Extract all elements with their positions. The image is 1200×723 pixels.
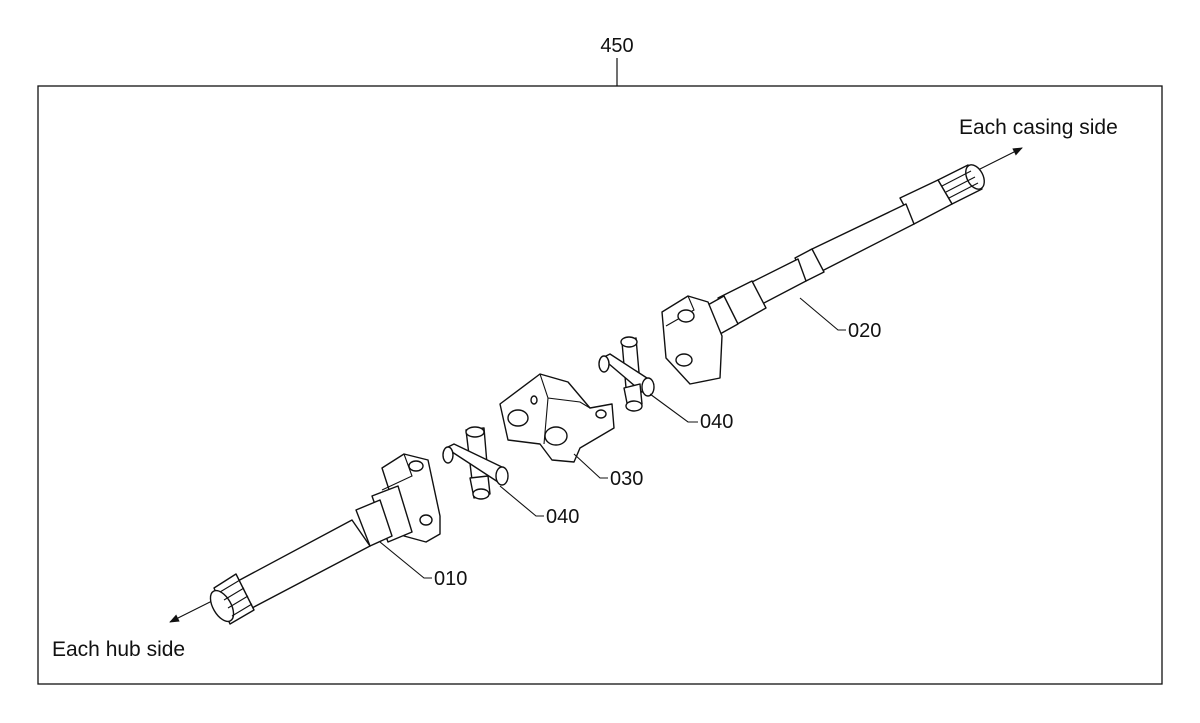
- leader-020: [799, 297, 846, 331]
- part-010-shaft-yoke: [209, 453, 441, 625]
- leader-030: [573, 453, 608, 479]
- assembly-number: 450: [600, 35, 633, 57]
- assembly-frame: [37, 85, 1163, 685]
- casing-side-label: Each casing side: [959, 116, 1118, 139]
- part-label-030: 030: [610, 468, 643, 490]
- hub-direction-arrow: [169, 597, 219, 623]
- leader-040-upper: [649, 393, 698, 423]
- part-label-010: 010: [434, 568, 467, 590]
- part-label-040-lower: 040: [546, 506, 579, 528]
- part-030-center-yoke: [499, 373, 615, 463]
- casing-direction-arrow: [977, 147, 1023, 171]
- leader-040-lower: [499, 485, 544, 517]
- part-label-020: 020: [848, 320, 881, 342]
- part-040-upper-cross: [598, 336, 655, 412]
- part-020-shaft-yoke: [661, 164, 985, 385]
- hub-side-label: Each hub side: [52, 638, 185, 661]
- leader-010: [379, 541, 432, 579]
- part-label-040-upper: 040: [700, 411, 733, 433]
- part-040-lower-cross: [442, 426, 509, 500]
